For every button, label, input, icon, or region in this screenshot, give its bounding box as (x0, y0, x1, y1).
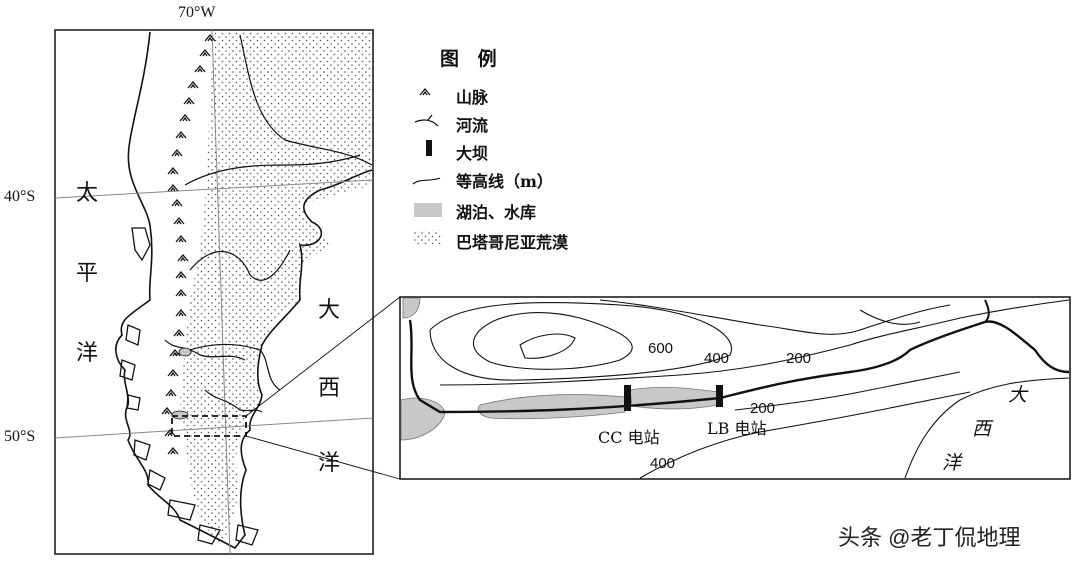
atlantic-char-1: 大 (318, 298, 341, 323)
legend-symbols (412, 88, 442, 244)
connector-line (245, 296, 401, 417)
legend-label-desert: 巴塔哥尼亚荒漠 (456, 233, 569, 252)
parallel-50s (54, 417, 374, 439)
inset-locator-box (171, 415, 247, 437)
pacific-char-2: 平 (76, 261, 99, 286)
coastal-islands (119, 227, 259, 546)
meridian-70w (211, 29, 231, 555)
latitude-40-label: 40°S (4, 188, 36, 205)
inset-river (408, 319, 1070, 414)
lake (171, 410, 189, 420)
watermark: 头条 @老丁侃地理 (838, 525, 1021, 550)
contour-label-200-lower: 200 (750, 400, 776, 417)
contour-label-400-lower: 400 (650, 455, 676, 472)
inset-contours (429, 299, 1070, 479)
meridian-label: 70°W (178, 4, 216, 21)
latitude-50-label: 50°S (4, 428, 36, 445)
pacific-char-3: 洋 (76, 341, 99, 366)
contour-lines (174, 34, 373, 391)
legend-label-river: 河流 (456, 116, 489, 135)
dam-cc (624, 385, 631, 411)
lake (178, 347, 192, 357)
legend-title: 图 例 (440, 48, 503, 70)
atlantic-char-2: 西 (318, 376, 341, 401)
cc-station-label: CC 电站 (598, 428, 660, 447)
dam-lb (716, 385, 723, 407)
legend-label-mountain: 山脉 (456, 88, 489, 107)
legend-label-lake: 湖泊、水库 (456, 203, 537, 222)
legend-label-dam: 大坝 (456, 144, 489, 163)
coastline (115, 31, 373, 550)
inset-river-tributary (984, 299, 990, 323)
lb-station-label: LB 电站 (707, 419, 767, 438)
connector-line (245, 435, 401, 480)
contour-label-400: 400 (704, 350, 730, 367)
inset-frame (399, 296, 1071, 480)
pacific-char-1: 太 (76, 181, 99, 206)
inset-atlantic-char-1: 大 (1008, 384, 1028, 406)
parallel-40s (54, 179, 374, 199)
inset-atlantic-char-3: 洋 (942, 452, 962, 474)
legend-label-contour: 等高线（m） (456, 172, 553, 191)
inset-atlantic-char-2: 西 (972, 418, 992, 440)
contour-label-200: 200 (786, 350, 812, 367)
atlantic-char-3: 洋 (318, 451, 341, 476)
main-map-frame (54, 29, 374, 555)
rivers (164, 339, 263, 413)
contour-label-600: 600 (648, 340, 674, 357)
patagonian-desert-area (180, 32, 372, 545)
